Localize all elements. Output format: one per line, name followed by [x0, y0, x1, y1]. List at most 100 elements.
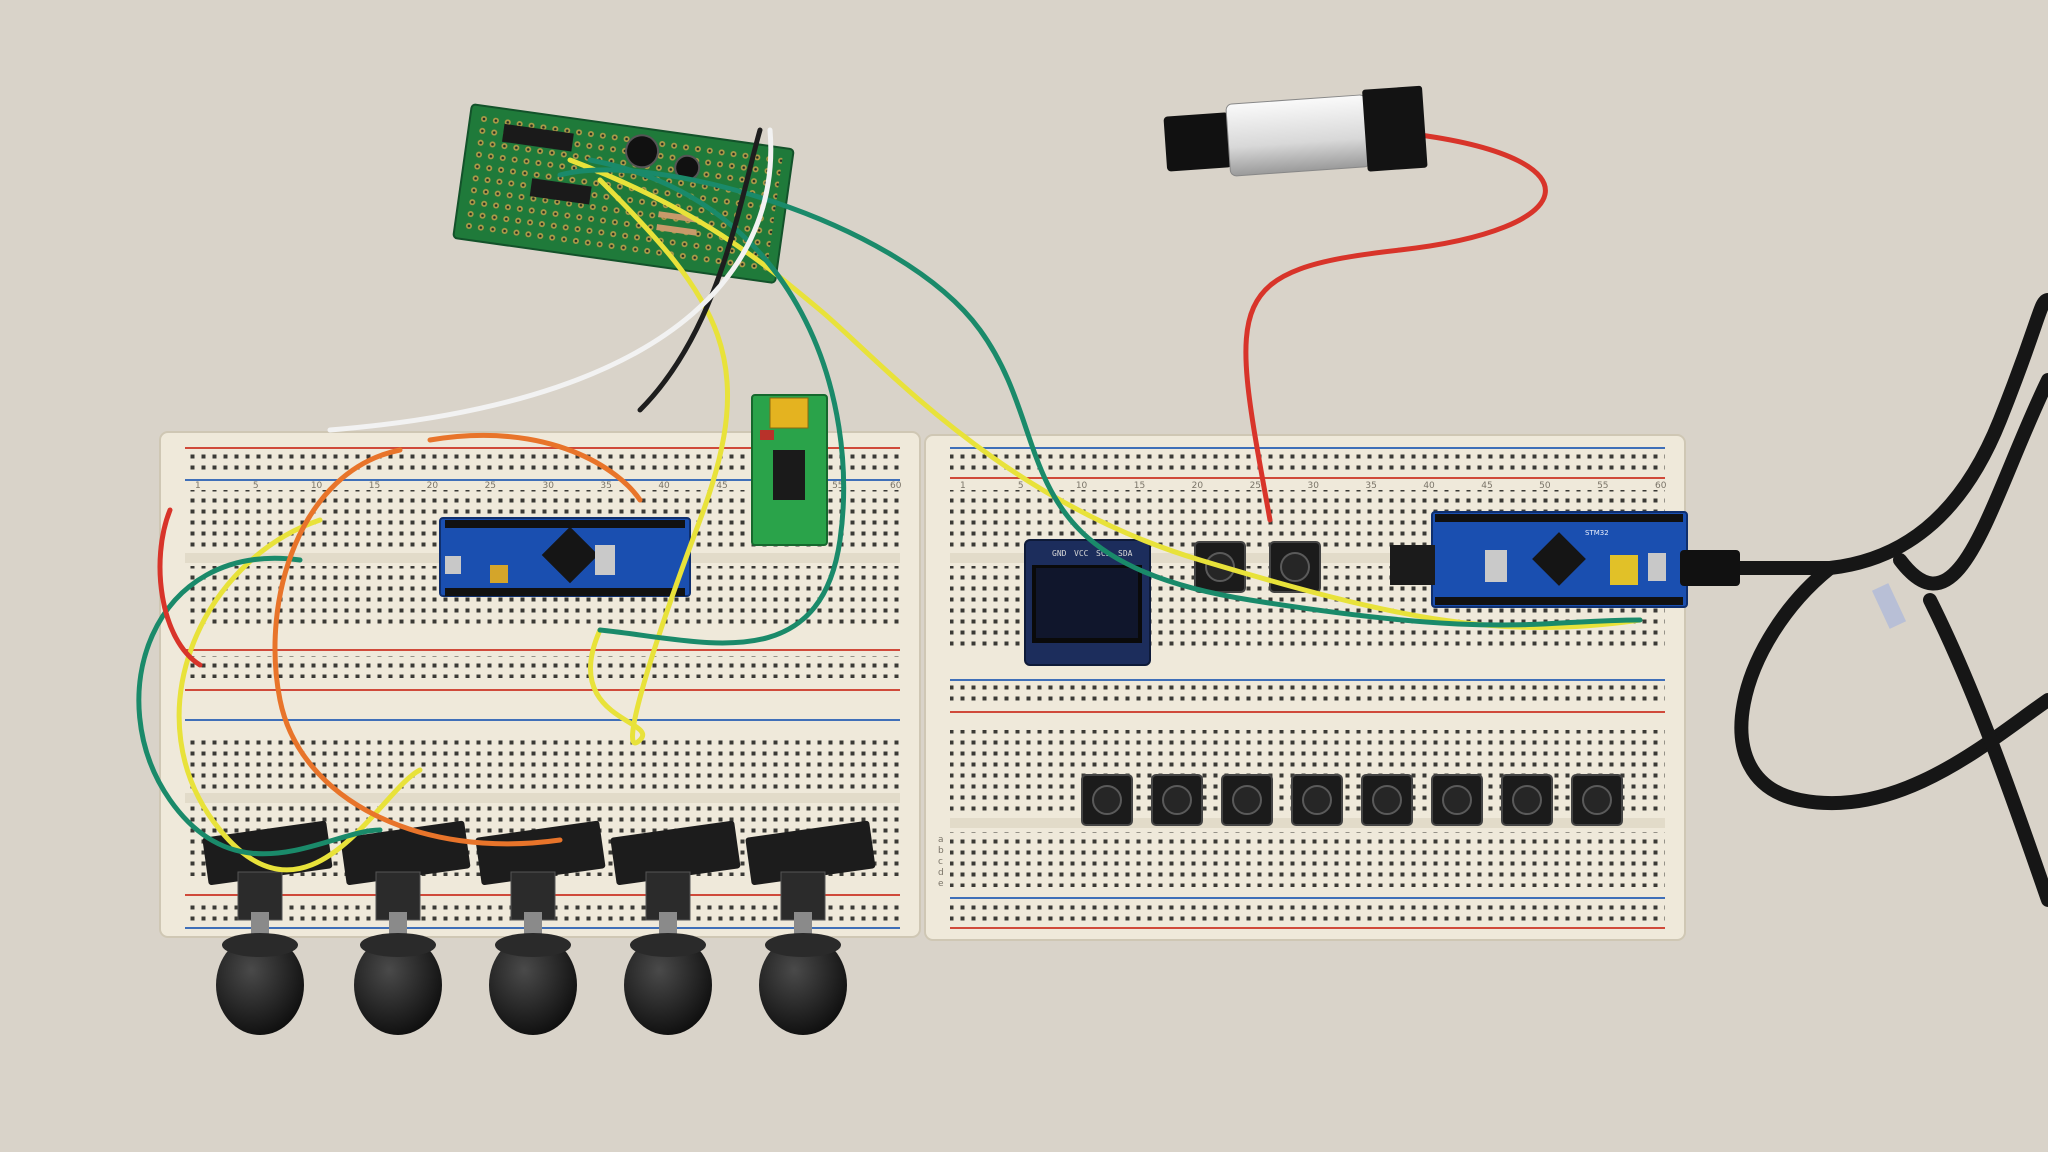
column-number: 30: [1308, 481, 1320, 491]
row-letter: d: [938, 868, 944, 878]
encoder-shaft: [389, 912, 407, 940]
column-number: 5: [253, 481, 259, 491]
tact-button-cap[interactable]: [1280, 552, 1310, 582]
column-number: 5: [1018, 481, 1024, 491]
encoder-module-board: [610, 820, 741, 886]
tact-button-cap[interactable]: [1582, 785, 1612, 815]
mcu-silkscreen-label: STM32: [1585, 529, 1609, 537]
encoder-knob[interactable]: [624, 935, 712, 1035]
column-number: 25: [485, 481, 496, 491]
wire-white: [327, 127, 774, 433]
encoder-shaft: [659, 912, 677, 940]
encoder-knob[interactable]: [354, 935, 442, 1035]
row-letter: c: [938, 857, 943, 867]
column-number: 45: [716, 481, 727, 491]
tact-button[interactable]: [1221, 774, 1273, 826]
tact-button[interactable]: [1571, 774, 1623, 826]
rotary-encoder[interactable]: [610, 820, 741, 1035]
column-number: 15: [369, 481, 380, 491]
column-number: 55: [1597, 481, 1608, 491]
tact-button-cap[interactable]: [1232, 785, 1262, 815]
usb-serial-chip: [773, 450, 805, 500]
tact-button-cap[interactable]: [1512, 785, 1542, 815]
column-number: 15: [1134, 481, 1145, 491]
column-number: 1: [195, 481, 201, 491]
column-number: 20: [427, 481, 439, 491]
st-link-programmer: [1163, 85, 1428, 177]
column-number: 30: [543, 481, 555, 491]
column-number: 55: [832, 481, 843, 491]
column-number: 60: [1655, 481, 1667, 491]
boot-jumper: [1610, 555, 1638, 585]
debug-header: [1390, 545, 1435, 585]
micro-usb-port: [1648, 553, 1666, 581]
encoder-shaft: [794, 912, 812, 940]
encoder-knob[interactable]: [216, 935, 304, 1035]
oled-pin-label: GND: [1052, 549, 1067, 558]
column-number: 40: [1423, 481, 1435, 491]
column-number: 60: [890, 481, 902, 491]
column-number: 35: [1365, 481, 1376, 491]
mcu-chip: [541, 526, 599, 584]
tact-button[interactable]: [1081, 774, 1133, 826]
wire-orange: [427, 433, 643, 503]
wire-green: [587, 157, 847, 646]
encoder-knob-top: [222, 933, 298, 957]
wire-red: [1243, 132, 1548, 523]
row-letter: b: [938, 846, 944, 856]
tact-button-cap[interactable]: [1092, 785, 1122, 815]
tact-button-cap[interactable]: [1372, 785, 1402, 815]
tact-button[interactable]: [1291, 774, 1343, 826]
cable-twist-tie: [1871, 583, 1907, 629]
wire-green: [136, 555, 383, 857]
encoder-shaft: [524, 912, 542, 940]
oled-pin-label: SDA: [1118, 549, 1133, 558]
blue-pill-mcu-right: STM32: [1431, 511, 1688, 608]
encoder-knob-top: [495, 933, 571, 957]
usb-connector: [1680, 550, 1740, 586]
tact-button-cap[interactable]: [1302, 785, 1332, 815]
tact-button[interactable]: [1151, 774, 1203, 826]
column-number: 40: [658, 481, 670, 491]
resistor: [656, 224, 697, 236]
column-number: 10: [311, 481, 323, 491]
tact-button-cap[interactable]: [1162, 785, 1192, 815]
perfboard-power-module: [452, 103, 795, 284]
usb-serial-adapter: [751, 394, 828, 546]
encoder-knob-top: [765, 933, 841, 957]
tact-buttons-bottom-row: [1081, 774, 1623, 826]
row-letter: a: [938, 835, 944, 845]
capacitor-large: [625, 134, 660, 169]
rotary-encoder[interactable]: [475, 820, 606, 1035]
encoder-module-board: [475, 820, 606, 886]
mini-usb-port: [769, 397, 809, 429]
tact-button[interactable]: [1269, 541, 1321, 593]
wire-yellow: [176, 517, 423, 873]
encoder-knob[interactable]: [489, 935, 577, 1035]
column-number: 1: [960, 481, 966, 491]
tact-button[interactable]: [1431, 774, 1483, 826]
wire-black: [637, 127, 763, 413]
jumper-wires: [136, 127, 1643, 873]
wire-orange: [272, 447, 563, 847]
tact-button-cap[interactable]: [1442, 785, 1472, 815]
tact-button[interactable]: [1501, 774, 1553, 826]
encoder-knob-top: [360, 933, 436, 957]
resistor: [658, 211, 699, 223]
column-number: 35: [600, 481, 611, 491]
rotary-encoder[interactable]: [745, 820, 876, 1035]
wire-yellow: [588, 177, 730, 746]
micro-usb-port: [445, 556, 461, 574]
encoder-shaft: [251, 912, 269, 940]
usb-cable: [1683, 293, 2048, 907]
tact-button[interactable]: [1361, 774, 1413, 826]
encoder-knob[interactable]: [759, 935, 847, 1035]
column-number: 45: [1481, 481, 1492, 491]
blue-pill-mcu-left: [439, 517, 691, 597]
column-number: 50: [1539, 481, 1551, 491]
